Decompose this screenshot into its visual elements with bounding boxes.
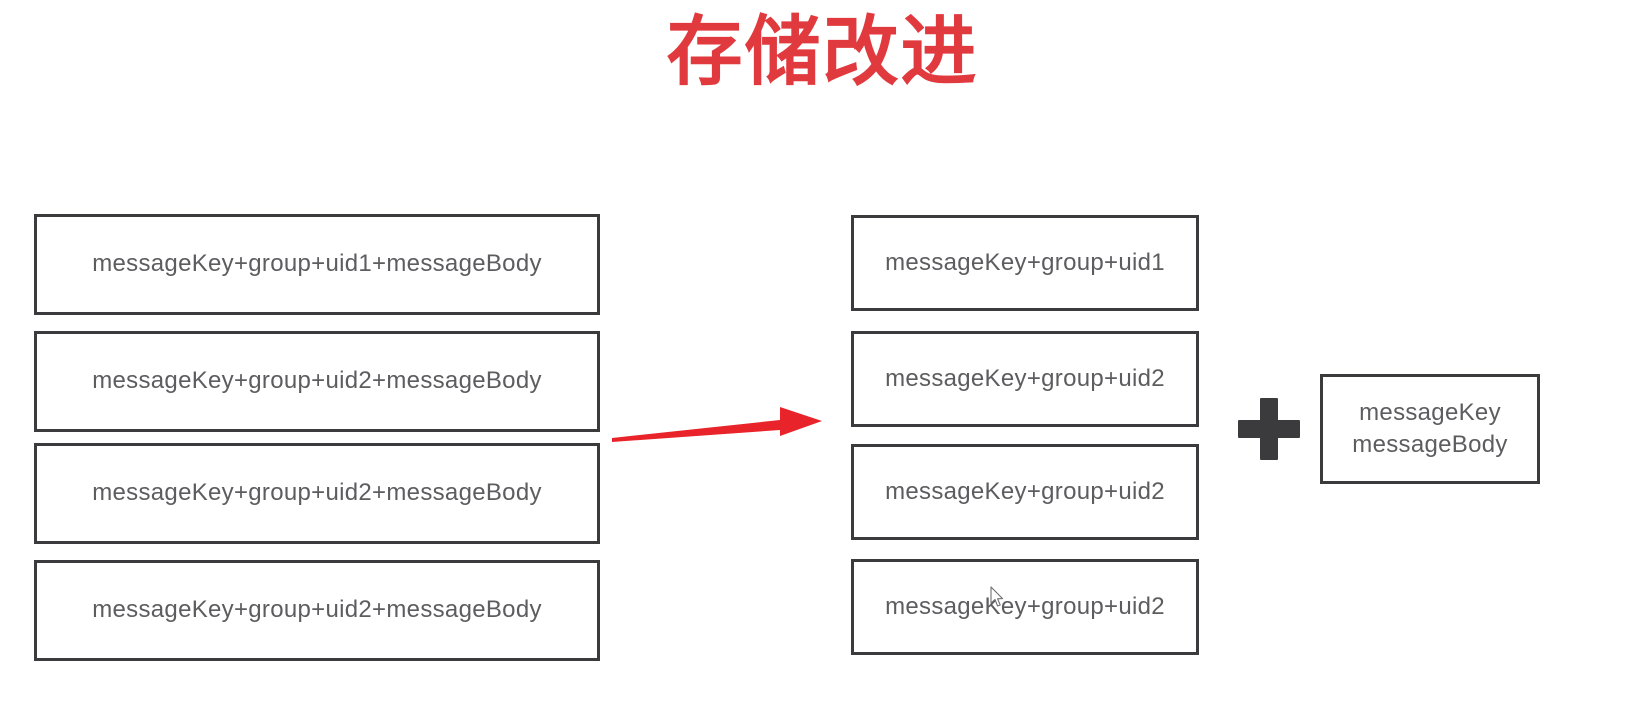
plus-icon: [1238, 398, 1300, 460]
before-box-3: messageKey+group+uid2+messageBody: [34, 443, 600, 544]
after-box-4: messageKey+group+uid2: [851, 559, 1199, 655]
mouse-pointer-icon: [990, 586, 1004, 607]
before-box-1-label: messageKey+group+uid1+messageBody: [92, 250, 542, 278]
shared-message-body-label: messageBody: [1352, 431, 1508, 458]
before-box-4: messageKey+group+uid2+messageBody: [34, 560, 600, 661]
after-box-4-label: messageKey+group+uid2: [885, 592, 1165, 620]
before-box-4-label: messageKey+group+uid2+messageBody: [92, 596, 542, 624]
page-title: 存储改进: [666, 7, 979, 96]
shared-message-box: messageKey messageBody: [1320, 374, 1540, 484]
plus-icon-vertical-bar: [1260, 398, 1278, 460]
after-box-2: messageKey+group+uid2: [851, 331, 1199, 427]
before-box-1: messageKey+group+uid1+messageBody: [34, 214, 600, 315]
after-box-2-label: messageKey+group+uid2: [885, 364, 1165, 392]
after-box-3: messageKey+group+uid2: [851, 444, 1199, 540]
right-arrow-icon: [612, 407, 822, 442]
after-box-1: messageKey+group+uid1: [851, 215, 1199, 311]
shared-message-key-label: messageKey: [1359, 398, 1501, 426]
after-box-3-label: messageKey+group+uid2: [885, 477, 1165, 505]
before-box-2-label: messageKey+group+uid2+messageBody: [92, 367, 542, 395]
after-box-1-label: messageKey+group+uid1: [885, 248, 1165, 276]
before-box-2: messageKey+group+uid2+messageBody: [34, 331, 600, 432]
before-box-3-label: messageKey+group+uid2+messageBody: [92, 479, 542, 507]
